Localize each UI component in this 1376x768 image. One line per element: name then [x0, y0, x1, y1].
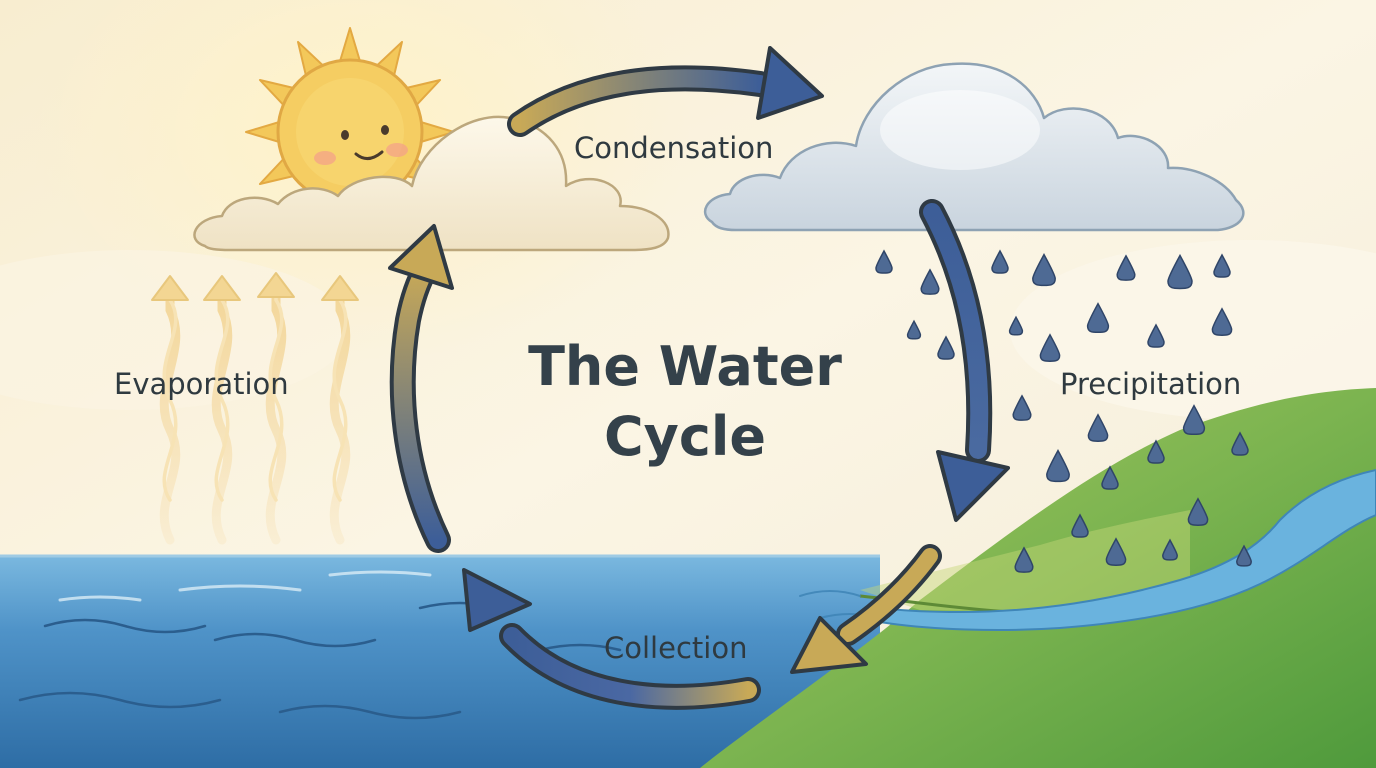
stage-label-condensation: Condensation — [574, 134, 773, 163]
stage-label-evaporation: Evaporation — [114, 370, 289, 399]
stage-label-collection: Collection — [604, 634, 747, 663]
diagram-title: The Water Cycle — [460, 332, 910, 472]
stage-label-precipitation: Precipitation — [1060, 370, 1241, 399]
title-line-2: Cycle — [460, 402, 910, 472]
title-line-1: The Water — [460, 332, 910, 402]
